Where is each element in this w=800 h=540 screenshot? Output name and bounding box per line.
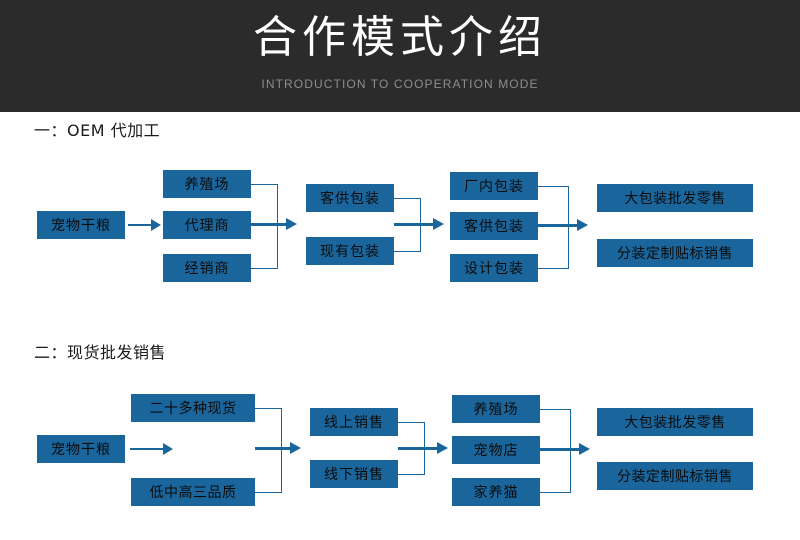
node-s1-c5-1[interactable]: 分装定制贴标销售 [597,239,753,267]
arrow-s2-c4-to-c5 [540,443,590,455]
node-s2-c4-2[interactable]: 家养猫 [452,478,540,506]
bracket-s1-c4-spine [568,186,569,269]
arrow-s2-c2-to-c3 [255,442,301,454]
bracket-s2-c4-top [540,409,570,410]
section-1-heading: 一：OEM 代加工 [34,121,161,140]
node-s1-c5-0[interactable]: 大包装批发零售 [597,184,753,212]
bracket-s1-c3-top [394,198,420,199]
page-header-banner: 合作模式介绍 INTRODUCTION TO COOPERATION MODE [0,0,800,112]
node-s1-c2-2[interactable]: 经销商 [163,254,251,282]
node-s1-c4-2[interactable]: 设计包装 [450,254,538,282]
node-s2-c4-1[interactable]: 宠物店 [452,436,540,464]
bracket-s1-c2-bottom [251,268,277,269]
bracket-s1-c4-top [538,186,568,187]
bracket-s1-c2-spine [277,184,278,269]
page-title: 合作模式介绍 [253,12,547,63]
section-1-flowchart: 宠物干粮 养殖场 代理商 经销商 客供包装 现有包装 厂内包装 客供包装 设计包… [0,112,800,334]
node-s1-c3-1[interactable]: 现有包装 [306,237,394,265]
bracket-s1-c2-top [251,184,277,185]
arrow-s1-c1-to-c2 [128,219,161,231]
node-s1-c2-1[interactable]: 代理商 [163,211,251,239]
arrow-s1-c4-to-c5 [538,219,588,231]
arrow-s1-c2-to-c3 [251,218,297,230]
node-s2-c5-0[interactable]: 大包装批发零售 [597,408,753,436]
section-oem-processing: 一：OEM 代加工 宠物干粮 养殖场 代理商 经销商 客供包装 现有包装 厂内包… [0,112,800,334]
arrow-s2-c1-to-c2 [130,443,173,455]
node-s2-c1-0[interactable]: 宠物干粮 [37,435,125,463]
node-s2-c3-0[interactable]: 线上销售 [310,408,398,436]
bracket-s2-c2-spine [281,408,282,493]
bracket-s2-c3-bottom [398,474,424,475]
arrow-s2-c3-to-c4 [398,442,448,454]
bracket-s2-c2-top [255,408,281,409]
bracket-s2-c4-spine [570,409,571,493]
section-2-heading: 二：现货批发销售 [34,343,167,362]
arrow-s1-c3-to-c4 [394,218,444,230]
bracket-s1-c3-bottom [394,251,420,252]
node-s2-c2-0[interactable]: 二十多种现货 [131,394,255,422]
node-s1-c4-1[interactable]: 客供包装 [450,212,538,240]
bracket-s2-c3-top [398,422,424,423]
node-s2-c5-1[interactable]: 分装定制贴标销售 [597,462,753,490]
node-s2-c3-1[interactable]: 线下销售 [310,460,398,488]
bracket-s1-c4-bottom [538,268,568,269]
section-2-flowchart: 宠物干粮 二十多种现货 低中高三品质 线上销售 线下销售 养殖场 宠物店 家养猫… [0,334,800,540]
node-s1-c3-0[interactable]: 客供包装 [306,184,394,212]
page-subtitle: INTRODUCTION TO COOPERATION MODE [261,77,539,91]
section-spot-wholesale: 二：现货批发销售 宠物干粮 二十多种现货 低中高三品质 线上销售 线下销售 养殖… [0,334,800,540]
node-s2-c4-0[interactable]: 养殖场 [452,395,540,423]
node-s1-c2-0[interactable]: 养殖场 [163,170,251,198]
node-s1-c4-0[interactable]: 厂内包装 [450,172,538,200]
node-s2-c2-1[interactable]: 低中高三品质 [131,478,255,506]
bracket-s2-c2-bottom [255,492,281,493]
bracket-s2-c4-bottom [540,492,570,493]
node-s1-c1-0[interactable]: 宠物干粮 [37,211,125,239]
